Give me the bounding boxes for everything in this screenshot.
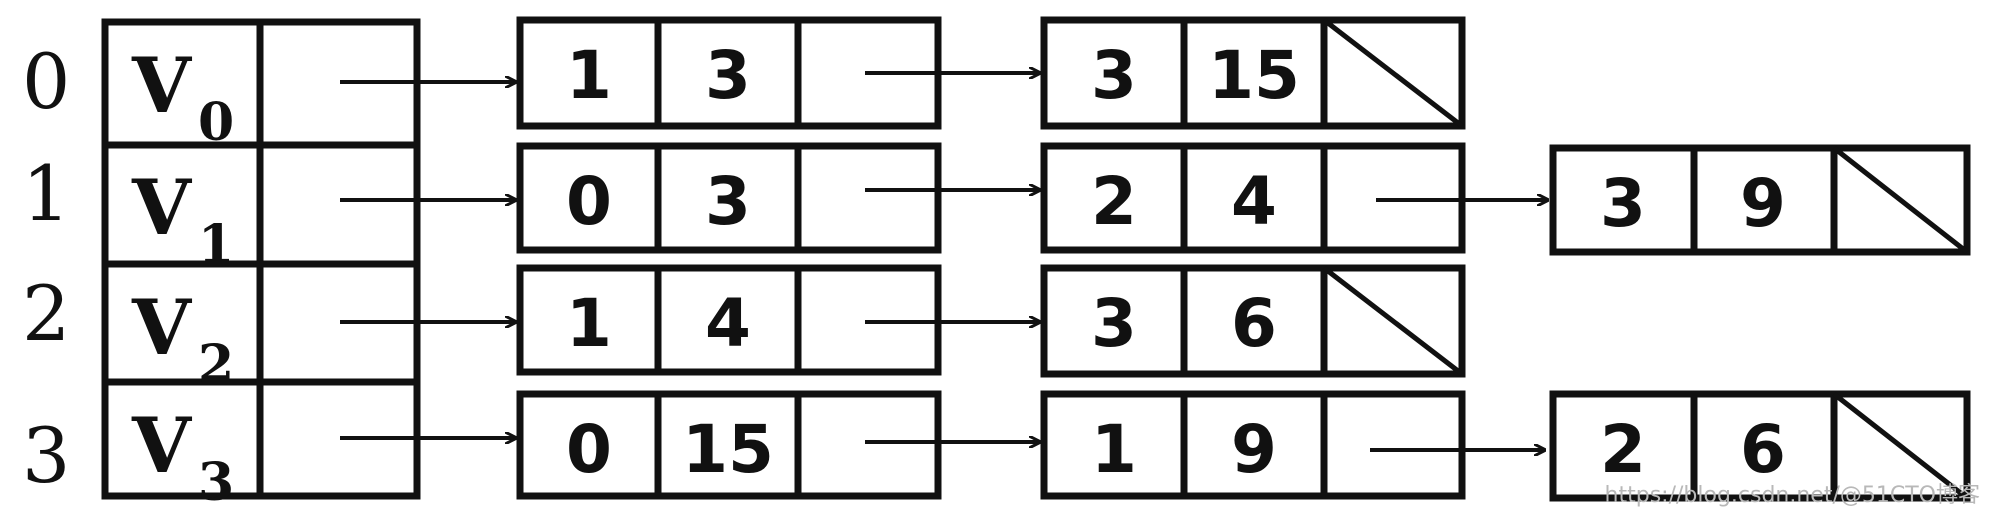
adjvex-value: 1: [566, 285, 612, 362]
weight-value: 9: [1231, 411, 1277, 488]
adjvex-value: 3: [1600, 165, 1646, 242]
watermark: https://blog.csdn.net/@51CTO博客: [1605, 483, 1980, 508]
vertex-index: 3: [22, 411, 70, 500]
weight-value: 4: [705, 285, 751, 362]
weight-value: 15: [1208, 37, 1300, 114]
adjvex-value: 0: [566, 411, 612, 488]
vertex-name: V: [131, 163, 193, 252]
adjvex-value: 3: [1091, 285, 1137, 362]
vertex-index: 2: [22, 269, 70, 358]
vertex-name-cell: V 1: [131, 163, 234, 275]
adjvex-value: 2: [1600, 411, 1646, 488]
vertex-name: V: [131, 41, 193, 130]
edge-node: 3 6: [1040, 264, 1466, 378]
weight-value: 9: [1740, 165, 1786, 242]
vertex-subscript: 3: [198, 452, 234, 513]
vertex-index: 1: [22, 149, 70, 238]
weight-value: 3: [705, 37, 751, 114]
vertex-name: V: [131, 283, 193, 372]
vertex-name-cell: V 3: [131, 401, 234, 513]
weight-value: 3: [705, 163, 751, 240]
vertex-subscript: 1: [198, 214, 234, 275]
weight-value: 6: [1740, 411, 1786, 488]
vertex-name-cell: V 2: [131, 283, 234, 395]
vertex-subscript: 2: [198, 334, 234, 395]
adjvex-value: 1: [566, 37, 612, 114]
null-pointer-slash: [1832, 392, 1969, 500]
null-pointer-slash: [1322, 18, 1464, 128]
edge-node: 0 15: [516, 390, 942, 500]
vertex-name: V: [131, 401, 193, 490]
weight-value: 15: [682, 411, 774, 488]
edge-node: 3 15: [1040, 16, 1466, 130]
null-pointer-slash: [1832, 146, 1969, 254]
adjvex-value: 2: [1091, 163, 1137, 240]
adjvex-value: 0: [566, 163, 612, 240]
vertex-index: 0: [22, 37, 70, 126]
edge-node: 3 9: [1549, 144, 1971, 256]
adjvex-value: 1: [1091, 411, 1137, 488]
adjvex-value: 3: [1091, 37, 1137, 114]
vertex-name-cell: V 0: [131, 41, 234, 153]
null-pointer-slash: [1322, 266, 1464, 376]
weight-value: 6: [1231, 285, 1277, 362]
edge-node: 0 3: [516, 142, 942, 254]
edge-node: 1 9: [1040, 390, 1466, 500]
vertex-subscript: 0: [198, 92, 234, 153]
weight-value: 4: [1231, 163, 1277, 240]
edge-node: 2 6: [1549, 390, 1971, 502]
edge-node: 1 3: [516, 16, 942, 130]
